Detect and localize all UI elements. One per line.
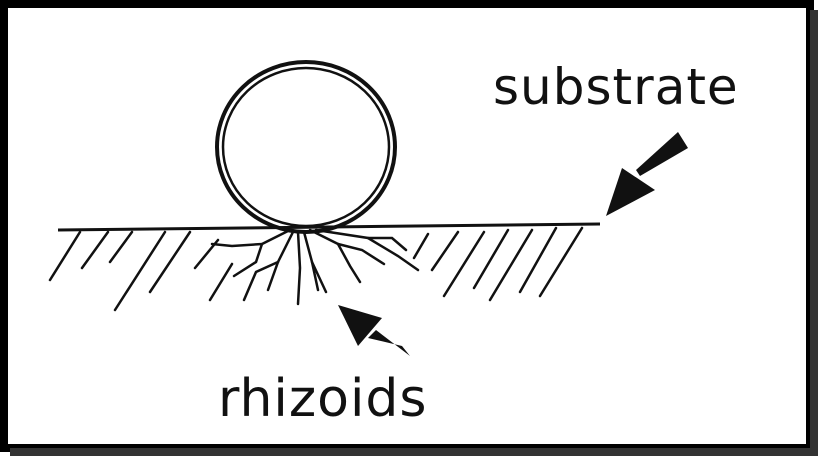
substrate-arrow xyxy=(606,132,688,216)
frame-shadow-bottom xyxy=(10,448,818,456)
frame-shadow-right xyxy=(810,10,818,456)
rhizoids-label: rhizoids xyxy=(218,369,428,429)
substrate-surface-line xyxy=(57,222,601,232)
rhizoids xyxy=(210,228,420,306)
spore-circle xyxy=(215,60,397,234)
substrate-hatching xyxy=(48,226,584,312)
rhizoids-arrow xyxy=(338,305,410,356)
substrate-label: substrate xyxy=(493,58,739,116)
